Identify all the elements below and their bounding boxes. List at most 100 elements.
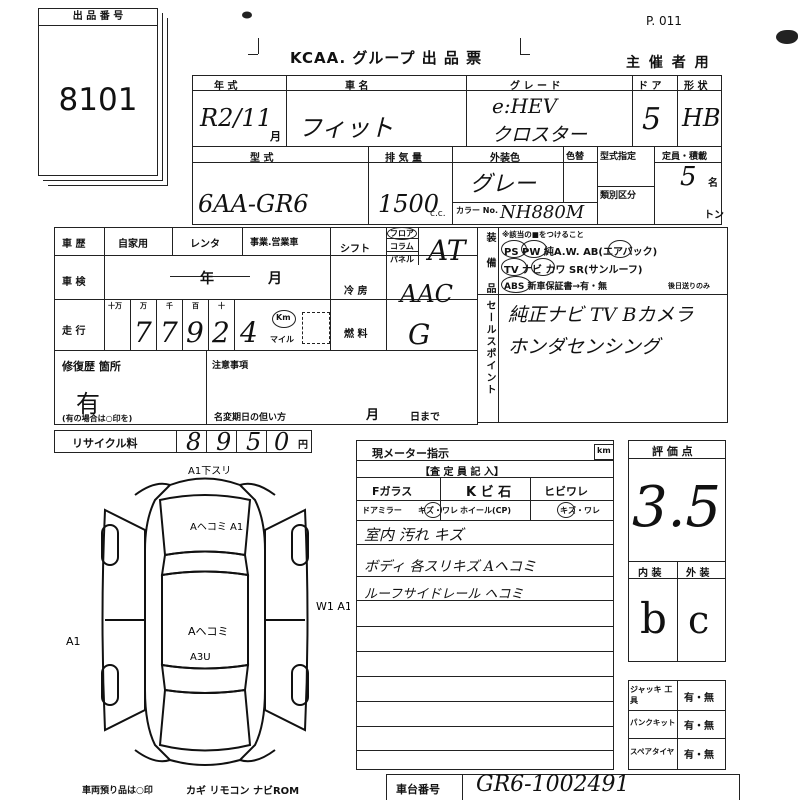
divider: [677, 75, 678, 147]
glass-options: K ビ 石: [466, 485, 512, 500]
tool-value: 有・無: [684, 693, 714, 704]
mileage-extra-box: [302, 312, 330, 344]
recycle-digit: 8: [186, 428, 202, 456]
form-title: KCAA. グループ 出 品 票: [290, 49, 483, 67]
door-label: ド ア: [638, 81, 662, 92]
glass-label: Fガラス: [372, 485, 413, 498]
category-label: 類別区分: [600, 191, 637, 201]
divider: [208, 299, 209, 351]
front-left-corner: [134, 482, 171, 496]
circle-navi: [531, 258, 555, 276]
odometer-unit-box: [594, 444, 614, 460]
rear-right-wheel: [291, 664, 309, 706]
equipment-line-3: TV ナビ カワ SR(サンルーフ): [504, 265, 643, 276]
grade-label: グ レ ー ド: [510, 81, 561, 92]
score-value: 3.5: [632, 475, 722, 540]
km-label: Km: [276, 313, 291, 322]
ruled-line: [356, 726, 614, 727]
divider: [356, 500, 614, 501]
divider: [628, 458, 726, 459]
row1-box: [192, 75, 722, 147]
mirror-circle: [424, 502, 442, 518]
model-value: 6AA-GR6: [198, 190, 309, 218]
shift-label: シフト: [340, 244, 370, 255]
inspection-line: [170, 276, 250, 277]
business-label: 事業.営業車: [250, 238, 299, 248]
chassis-label: 車台番号: [396, 783, 440, 796]
divider: [206, 351, 207, 425]
divider: [530, 477, 531, 520]
car-damage-diagram: A1下スリ Aヘコミ A1 Aヘコミ A3U A1 W1 A1: [66, 466, 350, 766]
inspector-title: 【査 定 員 記 入】: [420, 467, 504, 478]
divider: [172, 227, 173, 255]
row2-header-line: [192, 162, 597, 163]
car-value: フィット: [298, 114, 394, 142]
divider: [156, 299, 157, 351]
odometer-label: 現メーター指示: [372, 447, 449, 460]
sales-side-label: セールスポイント: [484, 300, 495, 396]
wheel-options: キズ・ワレ: [560, 506, 600, 515]
repair-note: (有の場合は○印を): [62, 414, 133, 423]
divider: [386, 251, 418, 252]
circle-tv: [501, 258, 527, 276]
digit-label: 万: [140, 302, 147, 310]
divider: [206, 430, 207, 453]
interior-label: 内 装: [638, 568, 662, 579]
deadline-day: 日まで: [410, 412, 440, 423]
sales-point-1: 純正ナビ TV Bカメラ: [508, 304, 694, 326]
digit-label: 百: [192, 302, 199, 310]
divider: [176, 430, 177, 453]
inspector-note-1: 室内 汚れ キズ: [364, 526, 464, 544]
cc-unit: c.c.: [430, 209, 446, 219]
keys-label: 車両預り品は○印: [82, 786, 153, 796]
shift-circle: [387, 227, 417, 240]
divider: [234, 299, 235, 351]
punch-hole-mark: [242, 11, 252, 19]
divider: [286, 75, 287, 147]
mileage-digit: 7: [160, 316, 178, 349]
recycle-digit: 5: [246, 428, 262, 456]
divider: [54, 299, 478, 300]
diagram-trunk-label: A3U: [190, 652, 211, 663]
recycle-label: リサイクル料: [72, 437, 138, 450]
divider: [677, 561, 678, 662]
rear-left-wheel: [101, 664, 119, 706]
shift-opt-panel: パネル: [390, 255, 414, 264]
equipment-note: ※該当の■をつけること: [502, 230, 584, 239]
front-left-wheel: [101, 524, 119, 566]
model-label: 型 式: [250, 153, 274, 164]
ruled-line: [356, 544, 614, 545]
page-number: P. 011: [646, 14, 682, 28]
rear-left-corner: [134, 749, 171, 763]
divider: [677, 680, 678, 770]
front-right-corner: [239, 482, 276, 496]
color-no-value: NH880M: [500, 202, 585, 223]
repair-value: 有: [76, 390, 100, 418]
equipment-line-2: PS PW 純A.W. AB(エアバック): [504, 247, 658, 258]
divider: [452, 202, 597, 203]
repair-label: 修復歴 箇所: [62, 360, 121, 373]
shape-label: 形 状: [684, 81, 708, 92]
exterior-value: c: [688, 598, 710, 642]
divider: [54, 255, 478, 256]
displacement-label: 排 気 量: [385, 153, 422, 164]
ton-unit: トン: [704, 210, 724, 221]
ac-value: AAC: [400, 280, 454, 308]
circle-pw: [521, 240, 547, 258]
score-label: 評 価 点: [652, 445, 693, 458]
recycle-box: [54, 430, 312, 453]
shift-opt-column: コラム: [390, 242, 414, 251]
year-label: 年 式: [214, 81, 238, 92]
row2-box: [192, 147, 722, 225]
lot-number: 8101: [58, 82, 138, 118]
equipment-side-label: 装 備 品: [484, 232, 495, 299]
capacity-unit: 名: [708, 178, 718, 189]
keys-items: カギ リモコン ナビROM: [186, 786, 300, 797]
equipment-line-4: ABS 新車保証書→有・無: [504, 282, 607, 292]
deadline-label: 名変期日の但い方: [214, 413, 287, 423]
month-unit: 月: [270, 130, 281, 143]
interior-value: b: [640, 594, 667, 643]
grade-value-1: e:HEV: [492, 94, 558, 118]
lot-card: 出 品 番 号 8101: [38, 8, 158, 176]
inspector-note-2: ボディ 各スリキズ Aヘコミ: [364, 559, 537, 575]
